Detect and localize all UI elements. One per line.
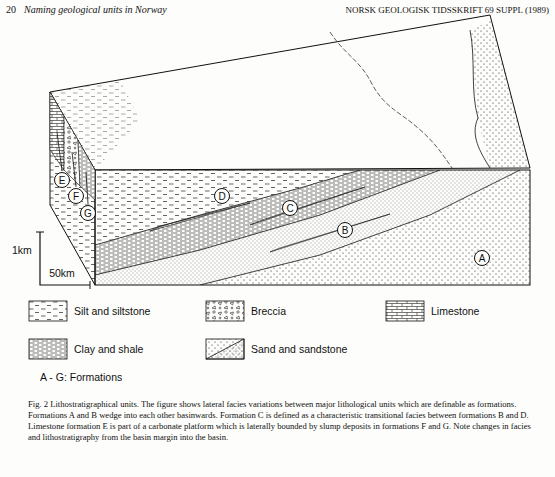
formation-letter: A [479,253,486,264]
formation-letter: E [59,175,66,186]
legend-label: Clay and shale [74,343,143,355]
formation-circle: E [54,172,70,188]
formation-letter: G [84,208,92,219]
scale-label: 50km [49,267,75,279]
formation-circle: G [80,205,96,221]
formation-letter: D [218,191,225,202]
figure-caption: Fig. 2 Lithostratigraphical units. The f… [28,399,534,443]
formation-circle: D [214,188,230,204]
running-title: Naming geological units in Norway [24,4,167,16]
formation-circle: A [474,250,490,266]
legend-label: Silt and siltstone [74,305,150,317]
legend-label: Breccia [251,305,286,317]
legend-swatch [385,300,425,322]
legend-note: A - G: Formations [40,371,122,383]
legend-swatch [28,300,68,322]
legend-label: Limestone [431,305,479,317]
formation-letter: F [73,191,79,202]
formation-letter: B [342,225,349,236]
page-number: 20 [6,4,16,16]
legend-swatch [205,300,245,322]
formation-circle: C [282,200,298,216]
formation-circle: B [337,222,353,238]
formation-letter: C [286,203,293,214]
journal-header: NORSK GEOLOGISK TIDSSKRIFT 69 SUPPL (198… [345,5,549,15]
legend-label: Sand and sandstone [251,343,347,355]
scale-label: 1km [12,244,32,256]
formation-circle: F [68,188,84,204]
legend-swatch [28,338,68,360]
legend-swatch [205,338,245,360]
